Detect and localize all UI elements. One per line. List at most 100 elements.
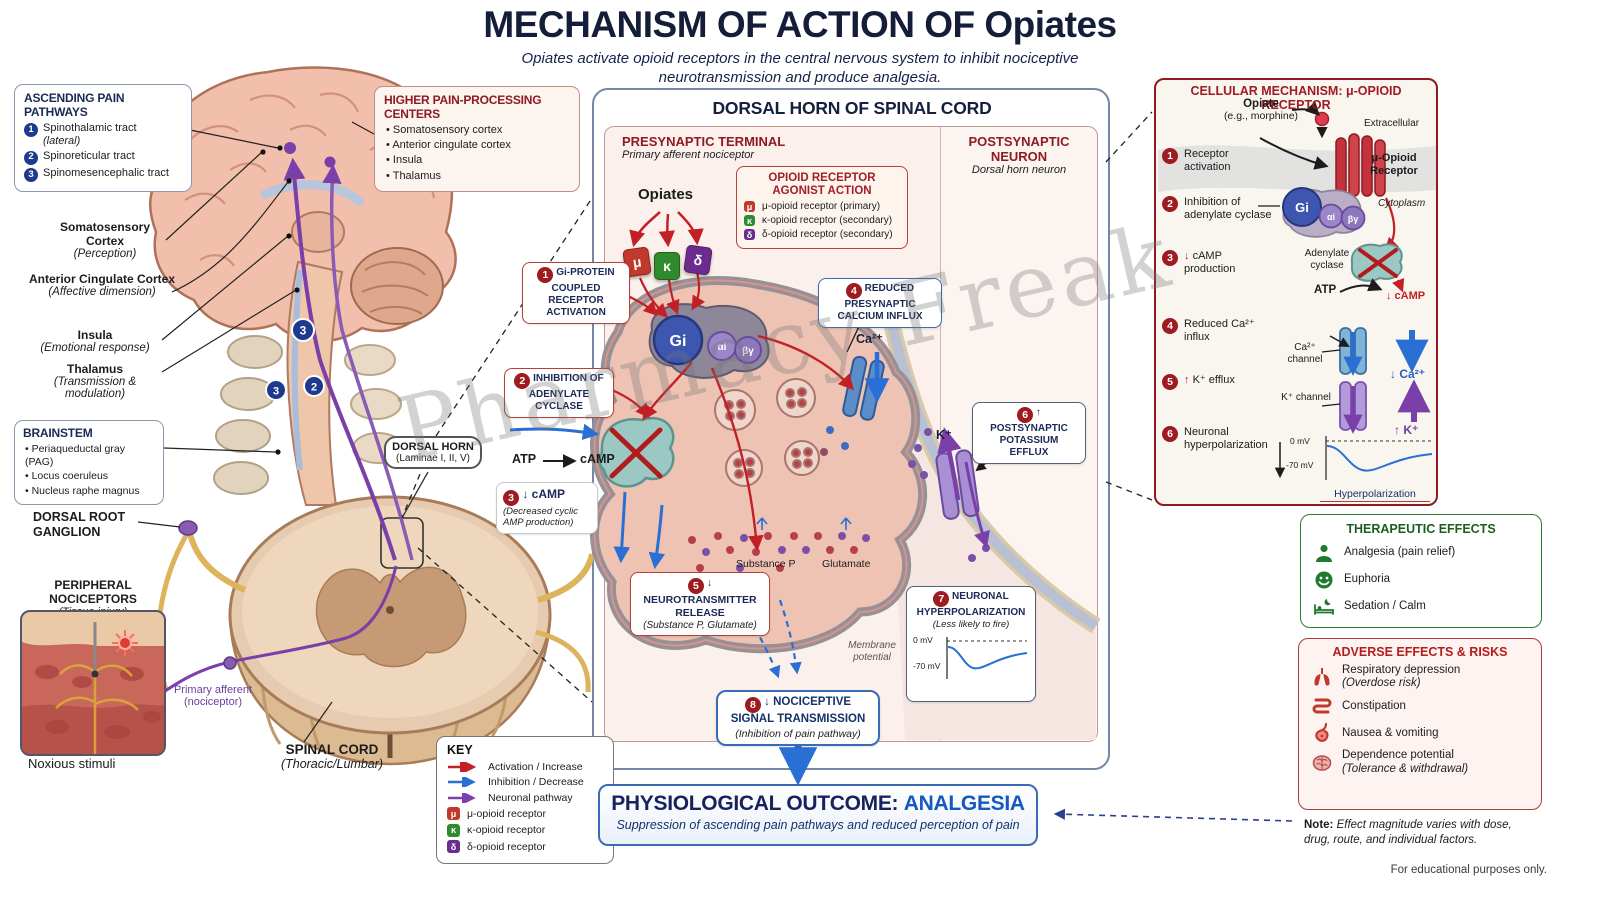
therapeutic-item: Analgesia (pain relief)	[1313, 543, 1529, 563]
list-item: 3 Spinomesencephalic tract	[24, 167, 182, 183]
adverse-item: Nausea & vomiting	[1311, 722, 1529, 744]
adverse-effects-box: ADVERSE EFFECTS & RISKS Respiratory depr…	[1298, 638, 1542, 810]
hyperpolarization-label: Hyperpolarization	[1320, 488, 1430, 503]
page-title: MECHANISM OF ACTION OF Opiates	[483, 4, 1117, 45]
brainstem-title: BRAINSTEM	[23, 426, 93, 440]
thalamus-label: Thalamus (Transmission & modulation)	[53, 362, 137, 400]
number-badge: 1	[24, 123, 38, 137]
cell-step-3: 3↓ cAMP production	[1162, 250, 1274, 275]
step-6-box: 6 ↑ POSTSYNAPTIC POTASSIUM EFFLUX	[972, 402, 1086, 464]
delta-receptor-icon: δ	[744, 229, 755, 241]
noxious-stimuli-label: Noxious stimuli	[28, 756, 116, 771]
list-item: • Thalamus	[386, 169, 442, 182]
brainstem-box: BRAINSTEM • Periaqueductal gray (PAG) • …	[14, 420, 164, 506]
legend-row: Activation / Increase	[447, 761, 603, 773]
legend-row: Neuronal pathway	[447, 792, 603, 804]
substance-p-label: Substance P	[736, 558, 796, 570]
therapeutic-item: Euphoria	[1313, 570, 1529, 590]
inhibition-arrow-icon	[448, 777, 476, 787]
bed-icon	[1314, 599, 1334, 615]
k-up-label: ↑ K⁺	[1394, 423, 1419, 437]
extracellular-label: Extracellular	[1364, 118, 1420, 129]
cell-step-5: 5↑ K⁺ efflux	[1162, 374, 1274, 390]
delta-receptor-square: δ	[683, 244, 713, 276]
opiates-label: Opiates	[638, 186, 694, 203]
therapeutic-title: THERAPEUTIC EFFECTS	[1346, 522, 1496, 536]
mu-receptor-icon: μ	[744, 201, 755, 213]
lungs-icon	[1314, 668, 1330, 686]
primary-afferent-label: Primary afferent (nociceptor)	[173, 684, 253, 708]
insula-label: Insula (Emotional response)	[40, 328, 150, 354]
step-4-box: 4 REDUCED PRESYNAPTIC CALCIUM INFLUX	[818, 278, 942, 328]
list-item: • Periaqueductal gray (PAG)	[25, 443, 125, 468]
badge-3b: 3	[273, 386, 279, 398]
brain-icon	[1312, 754, 1332, 771]
footer-disclaimer: For educational purposes only.	[1390, 864, 1547, 876]
mu-receptor-icon: μ	[447, 807, 460, 820]
anterior-cingulate-label: Anterior Cingulate Cortex (Affective dim…	[28, 272, 175, 298]
page-header: MECHANISM OF ACTION OF Opiates Opiates a…	[380, 4, 1220, 88]
list-item: • Somatosensory cortex	[386, 124, 503, 136]
membrane-potential-graph: 0 mV -70 mV	[913, 633, 1031, 683]
ascending-pathways-title: ASCENDING PAIN PATHWAYS	[24, 91, 125, 119]
presynaptic-heading: PRESYNAPTIC TERMINAL Primary afferent no…	[622, 134, 786, 161]
physiological-outcome-box: PHYSIOLOGICAL OUTCOME: ANALGESIA Suppres…	[598, 784, 1038, 846]
kappa-receptor-icon: κ	[744, 215, 755, 227]
vertebrae-illustration	[213, 335, 404, 495]
neuronal-arrow-icon	[448, 792, 476, 803]
list-item: • Locus coeruleus	[25, 470, 109, 483]
list-item: 2 Spinoreticular tract	[24, 150, 182, 165]
adenylate-cyclase-label: Adenylate cyclase	[1304, 248, 1350, 271]
tissue-injury-image	[20, 610, 166, 756]
opiate-label: Opiate (e.g., morphine)	[1223, 98, 1299, 122]
step-5-box: 5 ↓ NEUROTRANSMITTER RELEASE (Substance …	[630, 572, 770, 637]
badge-2: 2	[311, 382, 317, 394]
cellular-hyperpolarization-graph: 0 mV -70 mV	[1286, 432, 1436, 484]
smiley-icon	[1315, 571, 1333, 589]
higher-centers-title: HIGHER PAIN-PROCESSING CENTERS	[384, 93, 542, 121]
adverse-title: ADVERSE EFFECTS & RISKS	[1332, 645, 1508, 659]
outcome-highlight: ANALGESIA	[903, 792, 1025, 815]
kappa-receptor-icon: κ	[447, 823, 460, 837]
outcome-title: PHYSIOLOGICAL OUTCOME:	[611, 792, 899, 815]
therapeutic-item: Sedation / Calm	[1313, 597, 1529, 617]
activation-arrow-icon	[448, 761, 477, 772]
ascending-pathways-box: ASCENDING PAIN PATHWAYS 1 Spinothalamic …	[14, 84, 192, 192]
note-text: Note: Effect magnitude varies with dose,…	[1304, 819, 1512, 846]
outcome-dashed-arrow	[1053, 808, 1293, 822]
list-item: • Nucleus raphe magnus	[25, 484, 140, 497]
kappa-receptor-square: κ	[654, 252, 680, 280]
key-title: KEY	[447, 743, 473, 757]
peripheral-nerves-illustration	[151, 520, 595, 702]
dorsal-horn-callout: DORSAL HORN (Laminae I, II, V)	[384, 436, 482, 469]
legend-row: Inhibition / Decrease	[447, 776, 603, 788]
adverse-item: Respiratory depression(Overdose risk)	[1311, 664, 1529, 690]
higher-centers-box: HIGHER PAIN-PROCESSING CENTERS • Somatos…	[374, 86, 580, 192]
central-panel-title: DORSAL HORN OF SPINAL CORD	[712, 98, 992, 118]
pathway-badges: 3 3 2	[265, 318, 325, 401]
somatosensory-label: Somatosensory Cortex (Perception)	[59, 220, 151, 260]
glutamate-label: Glutamate	[822, 558, 871, 570]
step-8-box: 8 ↓ NOCICEPTIVE SIGNAL TRANSMISSION (Inh…	[716, 690, 880, 746]
step-2-box: 2 INHIBITION OF ADENYLATE CYCLASE	[504, 368, 614, 418]
adverse-item: Constipation	[1311, 695, 1529, 717]
outcome-subtitle: Suppression of ascending pain pathways a…	[616, 818, 1020, 832]
atp-label: ATP	[512, 452, 537, 466]
camp-label: cAMP	[580, 452, 615, 466]
list-item: • Anterior cingulate cortex	[386, 139, 511, 152]
cell-camp-down-label: ↓ cAMP	[1386, 290, 1426, 302]
membrane-potential-label: Membrane potential	[848, 640, 896, 663]
step-3-box: 3 ↓ cAMP (Decreased cyclic AMP productio…	[496, 482, 598, 535]
step-7-box: 7 NEURONAL HYPERPOLARIZATION (Less likel…	[906, 586, 1036, 702]
page-subtitle: Opiates activate opioid receptors in the…	[521, 49, 1079, 87]
